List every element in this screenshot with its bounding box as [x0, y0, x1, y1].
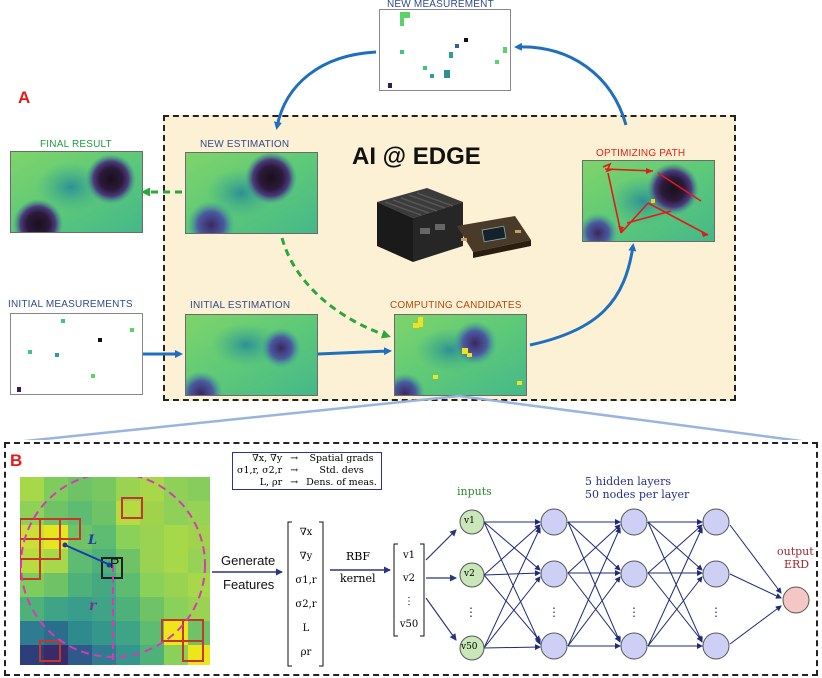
panel-a-letter: A — [18, 88, 31, 107]
grid-label-r: r — [89, 598, 97, 614]
jetson-hardware-image — [377, 188, 531, 262]
label-computing-candidates: COMPUTING CANDIDATES — [390, 300, 522, 311]
feature-symbol: σ1,r, σ2,r — [237, 465, 283, 476]
rbf-vector: v1 v2 ⋮ v50 — [397, 544, 421, 636]
feature-symbol: L, ρr — [259, 477, 283, 488]
feature-vector-entry: ρr — [300, 647, 312, 658]
feature-grid — [20, 477, 210, 665]
feature-symbol: ∇x, ∇y — [252, 453, 283, 464]
grid-label-P: P — [110, 555, 120, 571]
feature-description: Spatial grads — [309, 453, 374, 464]
panel-b-letter: B — [10, 451, 23, 470]
initial-measurements-plot — [10, 313, 143, 395]
input-node-label-50: v50 — [461, 642, 478, 652]
rbf-label: RBF — [346, 550, 370, 563]
input-node-label-2: v2 — [464, 569, 475, 579]
label-new-measurement: NEW MEASUREMENT — [387, 0, 494, 10]
feature-arrow: → — [290, 453, 299, 464]
computing-candidates-heatmap — [394, 314, 527, 396]
inputs-label: inputs — [457, 485, 492, 498]
rbf-vector-entry: v1 — [402, 550, 415, 561]
feature-description: Std. devs — [319, 465, 364, 476]
label-final-result: FINAL RESULT — [40, 139, 112, 150]
feature-arrow: → — [290, 465, 299, 476]
svg-text:⋮: ⋮ — [465, 605, 477, 619]
svg-text:⋮: ⋮ — [628, 605, 640, 619]
feature-vector: ∇x ∇y σ1,r σ2,r L ρr — [293, 521, 319, 665]
rbf-vector-entry: v50 — [399, 619, 419, 630]
optimizing-path-heatmap — [582, 160, 715, 242]
feature-vector-entry: ∇y — [299, 551, 313, 562]
label-optimizing-path: OPTIMIZING PATH — [596, 148, 686, 159]
edge-title: AI @ EDGE — [352, 143, 481, 170]
output-label: output — [777, 545, 814, 558]
neural-network: ⋮ ⋮ ⋮ ⋮ — [459, 508, 810, 661]
features-label: Features — [223, 577, 275, 592]
label-initial-measurements: INITIAL MEASUREMENTS — [8, 299, 133, 310]
final-result-heatmap — [10, 151, 143, 233]
new-estimation-heatmap — [185, 152, 318, 234]
hidden-layers-label: 5 hidden layers — [585, 475, 671, 488]
rbf-vector-entry: v2 — [402, 573, 415, 584]
nodes-per-layer-label: 50 nodes per layer — [585, 488, 690, 501]
new-measurement-plot — [379, 9, 511, 91]
svg-text:⋮: ⋮ — [548, 605, 560, 619]
panel-b-box — [4, 442, 818, 676]
input-node-label-1: v1 — [464, 516, 475, 526]
kernel-label: kernel — [340, 572, 376, 585]
label-new-estimation: NEW ESTIMATION — [200, 139, 290, 150]
svg-text:⋮: ⋮ — [710, 605, 722, 619]
erd-label: ERD — [784, 558, 810, 571]
feature-vector-entry: σ2,r — [295, 599, 317, 610]
feature-vector-entry: ∇x — [299, 527, 313, 538]
feature-definitions-box: ∇x, ∇y → Spatial grads σ1,r, σ2,r → Std.… — [232, 452, 382, 490]
panel-a-arrows — [22, 42, 803, 440]
feature-vector-entry: σ1,r — [295, 575, 317, 586]
feature-row: L, ρr → Dens. of meas. — [233, 477, 381, 489]
feature-row: ∇x, ∇y → Spatial grads — [233, 453, 381, 465]
feature-row: σ1,r, σ2,r → Std. devs — [233, 465, 381, 477]
panel-b-connectors — [212, 521, 457, 667]
rbf-vector-entry: ⋮ — [404, 596, 414, 607]
feature-arrow: → — [290, 477, 299, 488]
initial-estimation-heatmap — [185, 314, 318, 396]
feature-vector-entry: L — [302, 623, 310, 634]
grid-label-L: L — [88, 533, 98, 548]
generate-label: Generate — [221, 553, 276, 568]
label-initial-estimation: INITIAL ESTIMATION — [190, 300, 291, 311]
feature-description: Dens. of meas. — [306, 477, 377, 488]
